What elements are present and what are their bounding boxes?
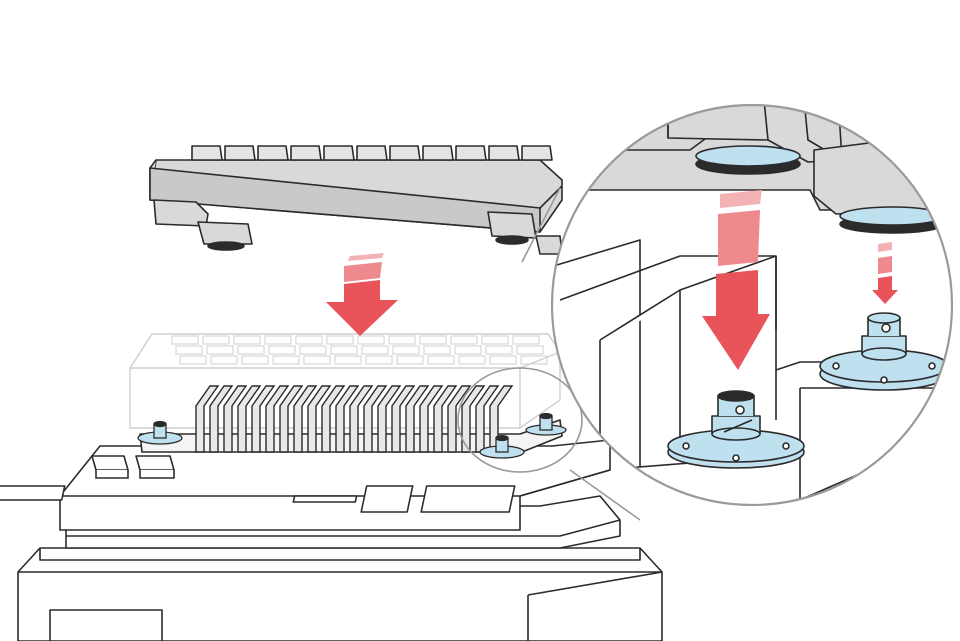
ghost-keycap [330,345,358,355]
keyboard-keys [191,145,553,161]
detail-pin-right [819,312,949,391]
keycap [488,145,520,161]
ghost-keycap [481,335,509,345]
ghost-keycap [268,345,296,355]
ghost-keycap [295,335,323,345]
heatsink-fin [391,385,416,453]
ghost-keycap [388,335,416,345]
heatsink-fins [195,385,514,453]
zoom-callout-icon [457,187,641,521]
ghost-keycap [423,345,451,355]
base-unit [0,419,663,641]
ghost-keycap [516,345,544,355]
heatsink-fin [447,385,472,453]
ghost-keycap [454,345,482,355]
heatsink-fin [251,385,276,453]
deck-slot-left [0,485,66,501]
heatsink-fin [293,385,318,453]
heatsink-fin [363,385,388,453]
heatsink-fin [307,385,332,453]
ghost-keycap [233,335,261,345]
heatsink-fin [237,385,262,453]
ghost-keycap [179,355,207,365]
ghost-keycap [485,345,513,355]
detail-wall-mid [679,256,777,440]
ghost-keycap [171,335,199,345]
ghost-keycap [419,335,447,345]
heatsink-fin [377,385,402,453]
base-pin-back [525,412,567,436]
ghost-keycap [489,355,517,365]
deck-buttons [91,455,175,479]
magnified-detail [550,103,954,507]
keycap [290,145,322,161]
ghost-keycap [272,355,300,365]
keycap [455,145,487,161]
ghost-keycap [520,355,548,365]
base-panel [49,609,163,641]
keyboard-feet [153,199,563,255]
base-pin-left [137,420,183,445]
deck-window-1 [360,485,414,513]
heatsink-fin [279,385,304,453]
keycap [356,145,388,161]
keycap [191,145,223,161]
ghost-keycap [458,355,486,365]
ghost-keycap [396,355,424,365]
heatsink-fin [209,385,234,453]
heatsink-fin [419,385,444,453]
ghost-keycap [237,345,265,355]
ghost-keycap [303,355,331,365]
base-pins [137,412,567,459]
detail-pin-left [667,390,805,469]
heatsink-fin [433,385,458,453]
ghost-keycap [299,345,327,355]
base-pin-right [479,434,525,459]
keycap [422,145,454,161]
ghost-keycap [357,335,385,345]
heatsink-fin [321,385,346,453]
ghost-keycap [512,335,540,345]
ghost-keycap [206,345,234,355]
heatsink-fin [405,385,430,453]
ghost-keycap [361,345,389,355]
detail-socket-right [839,206,945,234]
heatsink-fin [223,385,248,453]
heatsink-fin [265,385,290,453]
keyboard-module [149,145,563,255]
ghost-keycap [241,355,269,365]
keycap [389,145,421,161]
ghost-keycap [427,355,455,365]
detail-socket-left [695,145,801,175]
keycap [521,145,553,161]
ghost-keycap [450,335,478,345]
ghost-keycap [210,355,238,365]
heatsink-fin [195,385,220,453]
ghost-keycap [334,355,362,365]
detail-arrow-right [872,242,898,304]
detail-arrow-left [702,190,770,370]
heatsink-fin [335,385,360,453]
keyboard-ghost-keys [171,335,548,365]
keycap [257,145,289,161]
deck-window-2 [420,485,516,513]
ghost-keycap [326,335,354,345]
keycap [224,145,256,161]
ghost-keycap [202,335,230,345]
ghost-keycap [392,345,420,355]
ghost-keycap [175,345,203,355]
heatsink-fin [349,385,374,453]
keycap [323,145,355,161]
deck-slot-center [292,495,358,503]
magnifier-ring [550,103,954,507]
ghost-keycap [365,355,393,365]
down-arrow-icon [326,253,398,336]
ghost-keycap [264,335,292,345]
